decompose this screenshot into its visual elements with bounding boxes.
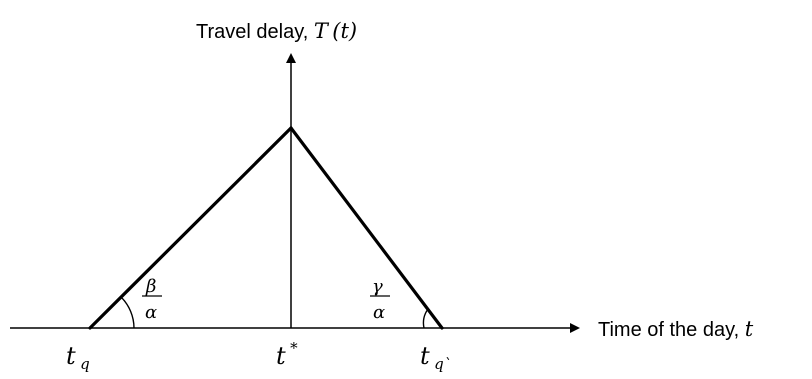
tick-label-tq-prime: t q` bbox=[420, 342, 451, 373]
left-angle-arc bbox=[120, 296, 135, 329]
right-angle-arc bbox=[422, 308, 429, 329]
left-rising-line bbox=[88, 126, 293, 330]
right-slope-denominator: α bbox=[373, 302, 385, 323]
y-axis-label: Travel delay, T (t) bbox=[196, 19, 357, 43]
right-slope-numerator: γ bbox=[372, 276, 383, 297]
x-axis-label: Time of the day, t bbox=[598, 317, 754, 341]
left-slope-denominator: α bbox=[145, 302, 157, 323]
left-slope-numerator: β bbox=[145, 276, 156, 297]
tick-label-tstar: t * bbox=[276, 339, 298, 370]
right-falling-line bbox=[289, 126, 444, 330]
tick-label-tq: t q bbox=[66, 342, 90, 373]
